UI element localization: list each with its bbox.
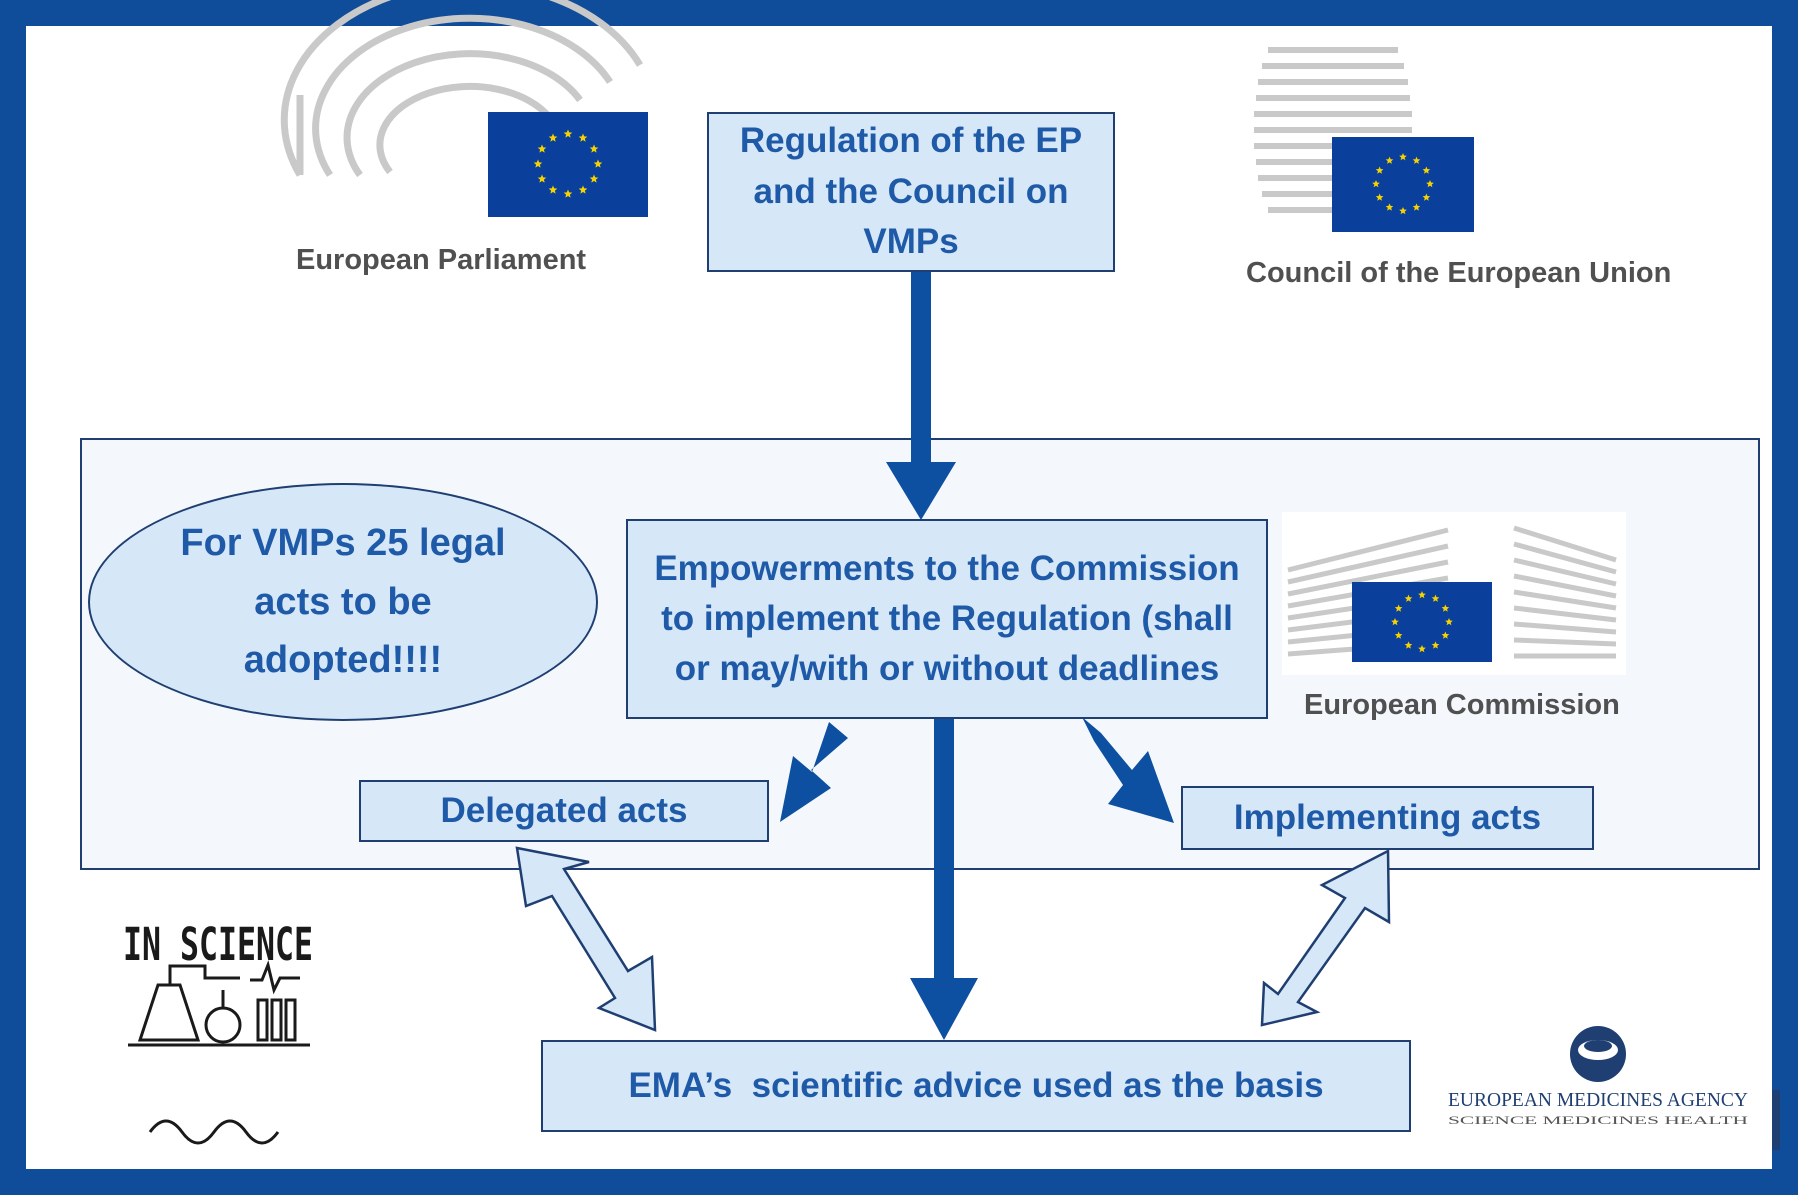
eu-star-icon (1418, 591, 1426, 599)
european-commission-label: European Commission (1304, 689, 1620, 721)
eu-star-icon (1404, 641, 1413, 649)
european-parliament-label: European Parliament (296, 244, 587, 276)
empowerments-box: Empowerments to the Commission to implem… (626, 519, 1268, 719)
eu-star-icon (563, 189, 573, 198)
council-eu-flag-icon (1332, 137, 1474, 232)
eu-star-icon (537, 174, 547, 183)
regulation-box: Regulation of the EP and the Council on … (707, 112, 1115, 272)
eu-star-icon (578, 185, 588, 194)
in-science-we-trust-logo: IN SCIENCE (123, 918, 313, 1145)
ema-logo-tagline: SCIENCE MEDICINES HEALTH (1448, 1113, 1749, 1127)
eu-star-icon (1441, 631, 1450, 639)
arrow-empowerments-to-implementing (1082, 717, 1174, 823)
eu-star-icon (1431, 594, 1440, 602)
in-science-line: IN SCIENCE (123, 918, 313, 971)
commission-eu-flag-icon (1352, 582, 1492, 662)
arrow-regulation-to-empowerments (886, 272, 956, 520)
eu-star-icon (1412, 203, 1421, 211)
ema-advice-box: EMA’s scientific advice used as the basi… (541, 1040, 1411, 1132)
ema-logo: EUROPEAN MEDICINES AGENCY SCIENCE MEDICI… (1448, 1026, 1780, 1150)
eu-star-icon (1394, 604, 1403, 612)
eu-star-icon (1375, 166, 1384, 174)
parliament-building-icon (280, 0, 643, 178)
eu-star-icon (563, 129, 573, 138)
eu-star-icon (1372, 180, 1380, 188)
eu-star-icon (1431, 641, 1440, 649)
eu-star-icon (1418, 645, 1426, 653)
eu-star-icon (589, 144, 599, 153)
arrow-empowerments-to-delegated (780, 722, 848, 822)
eu-star-icon (1394, 631, 1403, 639)
eu-star-icon (533, 159, 543, 168)
double-arrow-delegated-ema (515, 846, 657, 1032)
implementing-acts-box: Implementing acts (1181, 786, 1594, 850)
eu-star-icon (1422, 193, 1431, 201)
eu-star-icon (1375, 193, 1384, 201)
arrow-empowerments-to-ema (910, 717, 978, 1040)
double-arrow-implementing-ema (1260, 848, 1391, 1027)
eu-star-icon (1426, 180, 1434, 188)
eu-star-icon (1412, 156, 1421, 164)
eu-star-icon (1391, 618, 1399, 626)
eu-star-icon (589, 174, 599, 183)
eu-star-icon (548, 185, 558, 194)
delegated-acts-box: Delegated acts (359, 780, 769, 842)
eu-star-icon (1399, 153, 1407, 161)
eu-star-icon (548, 133, 558, 142)
eu-star-icon (1404, 594, 1413, 602)
eu-star-icon (1445, 618, 1453, 626)
parliament-eu-flag-icon (488, 112, 648, 217)
council-label: Council of the European Union (1246, 257, 1672, 289)
legal-acts-callout: For VMPs 25 legal acts to be adopted!!!! (88, 483, 598, 721)
ema-logo-name: EUROPEAN MEDICINES AGENCY (1448, 1089, 1748, 1111)
eu-star-icon (1422, 166, 1431, 174)
eu-star-icon (1385, 203, 1394, 211)
eu-star-icon (1441, 604, 1450, 612)
eu-star-icon (593, 159, 603, 168)
eu-star-icon (1385, 156, 1394, 164)
eu-star-icon (1399, 207, 1407, 215)
eu-star-icon (578, 133, 588, 142)
eu-star-icon (537, 144, 547, 153)
